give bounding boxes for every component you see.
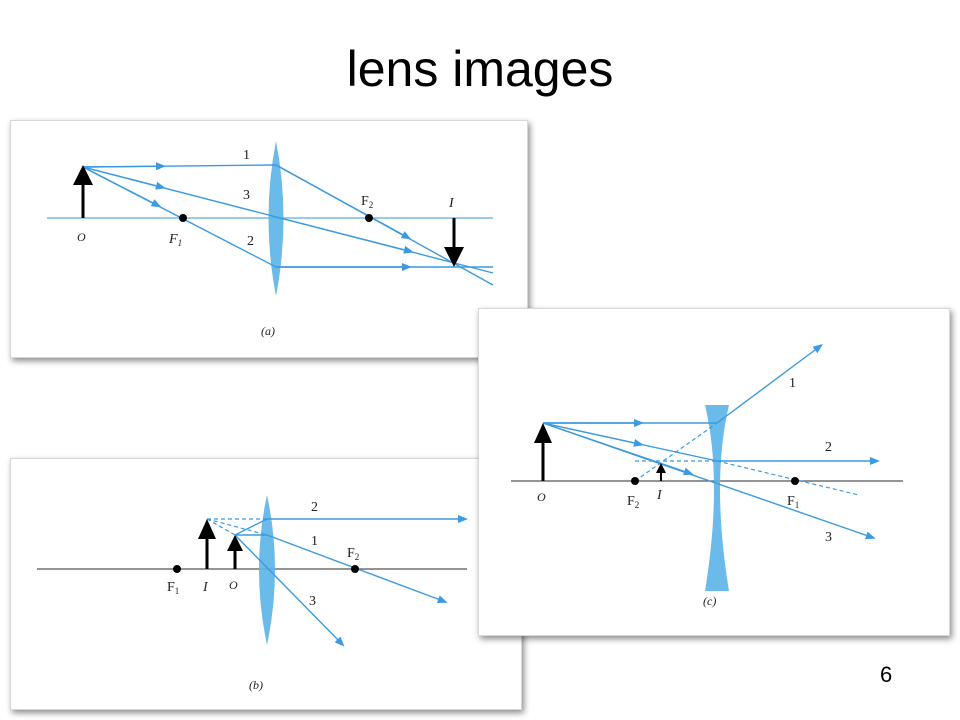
image-arrow-head	[198, 519, 216, 539]
virtual-ray-1	[206, 518, 268, 536]
image-label: I	[656, 488, 663, 503]
page-number: 6	[880, 662, 893, 687]
focal-point-f2	[365, 214, 373, 222]
focal-point-f1	[791, 477, 799, 485]
ray-label-1: 1	[243, 148, 250, 163]
focal-point-f2	[631, 477, 639, 485]
virtual-ray-2	[716, 460, 860, 496]
ray-label-3: 3	[243, 188, 250, 203]
ray-label-3: 3	[825, 530, 832, 545]
image-label: I	[448, 196, 455, 211]
diagram-b-svg: 2 1 3 F1 I O F2 (b)	[37, 495, 468, 692]
object-arrow-head	[73, 165, 93, 185]
ray-3	[234, 534, 345, 647]
ray-label-2: 2	[825, 440, 832, 455]
object-arrow-head	[227, 535, 243, 551]
ray-3-marker	[82, 166, 166, 190]
image-arrow-head	[444, 247, 464, 267]
diagram-c-svg: 1 2 3 O F2 I F1 (c)	[511, 344, 903, 608]
image-label: I	[202, 580, 209, 595]
ray-1-refracted-marker	[275, 164, 412, 240]
ray-label-1: 1	[789, 376, 796, 391]
focal-label-f1: F1	[168, 232, 182, 248]
diagram-caption: (a)	[261, 324, 275, 338]
diagram-a-panel: 1 3 2 O I F1 F2 (a)	[10, 120, 528, 358]
diagram-caption: (b)	[249, 678, 263, 692]
diagram-caption: (c)	[703, 594, 716, 608]
ray-label-1: 1	[311, 534, 318, 549]
ray-3-marker-2	[275, 216, 414, 254]
object-label: O	[77, 230, 86, 244]
object-arrow-head	[534, 423, 552, 443]
focal-label-f2: F2	[627, 494, 639, 510]
diagram-b-panel: 2 1 3 F1 I O F2 (b)	[10, 458, 522, 710]
ray-3-marker	[542, 422, 694, 476]
focal-label-f2: F2	[361, 194, 373, 210]
ray-1-refracted	[716, 344, 824, 424]
diagram-a-svg: 1 3 2 O I F1 F2 (a)	[47, 141, 494, 338]
focal-label-f2: F2	[347, 546, 359, 562]
focal-point-f1	[173, 565, 181, 573]
image-arrow-head	[656, 463, 666, 473]
ray-2-marker	[542, 422, 644, 447]
object-label: O	[537, 490, 546, 504]
ray-1-marker	[82, 162, 166, 171]
ray-label-3: 3	[309, 594, 316, 609]
diagram-c-panel: 1 2 3 O F2 I F1 (c)	[478, 308, 950, 636]
diverging-lens	[705, 405, 729, 591]
converging-lens	[268, 141, 284, 296]
ray-2	[234, 518, 268, 536]
focal-label-f1: F1	[167, 580, 179, 596]
converging-lens	[259, 495, 275, 645]
object-label: O	[229, 578, 238, 592]
ray-label-2: 2	[247, 234, 254, 249]
focal-label-f1: F1	[787, 494, 799, 510]
slide-title: lens images	[346, 41, 614, 97]
virtual-ray-3	[206, 518, 236, 536]
ray-2-marker	[82, 166, 162, 208]
ray-label-2: 2	[311, 500, 318, 515]
focal-point-f2	[351, 565, 359, 573]
focal-point-f1	[179, 214, 187, 222]
